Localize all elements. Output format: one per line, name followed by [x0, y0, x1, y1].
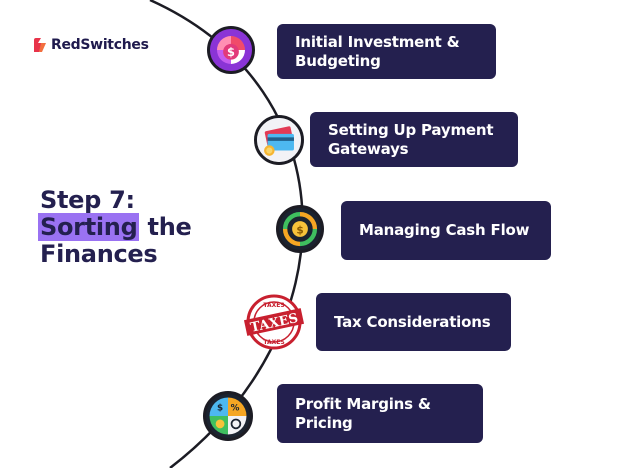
heading-line-2: Sorting the	[38, 213, 240, 241]
heading-rest: the	[147, 213, 192, 241]
cash-flow-cycle-icon: $	[276, 205, 324, 253]
svg-text:%: %	[231, 404, 240, 414]
redswitches-logo-icon	[34, 38, 46, 52]
budget-pie-coin-icon: $	[207, 26, 255, 74]
step-card-tax: Tax Considerations	[316, 293, 511, 351]
svg-text:$: $	[227, 45, 235, 59]
step-label-profit-margins: Profit Margins & Pricing	[295, 394, 431, 432]
page-heading: Step 7: Sorting the Finances	[38, 186, 240, 268]
stamp-text-bottom: TAXES	[263, 339, 284, 346]
brand-logo: RedSwitches	[33, 37, 149, 53]
step-label-initial-investment: Initial Investment & Budgeting	[295, 32, 460, 70]
step-label-tax: Tax Considerations	[334, 312, 491, 331]
heading-line-3: Finances	[40, 240, 158, 268]
taxes-stamp-icon: TAXES TAXES TAXES	[243, 293, 305, 351]
svg-text:$: $	[296, 224, 303, 236]
svg-text:$: $	[217, 404, 223, 414]
step-label-cash-flow: Managing Cash Flow	[359, 221, 530, 239]
profit-pricing-wheel-icon: % $	[203, 391, 253, 441]
step-card-payment-gateways: Setting Up Payment Gateways	[310, 112, 518, 167]
heading-line-1: Step 7:	[40, 186, 135, 214]
credit-card-coins-icon	[254, 115, 304, 165]
stamp-text-top: TAXES	[263, 302, 284, 309]
heading-highlight: Sorting	[38, 213, 140, 241]
step-card-profit-margins: Profit Margins & Pricing	[277, 384, 483, 443]
step-label-payment-gateways: Setting Up Payment Gateways	[328, 120, 494, 158]
step-card-cash-flow: Managing Cash Flow	[341, 201, 551, 260]
step-card-initial-investment: Initial Investment & Budgeting	[277, 24, 496, 79]
brand-name: RedSwitches	[51, 37, 149, 53]
